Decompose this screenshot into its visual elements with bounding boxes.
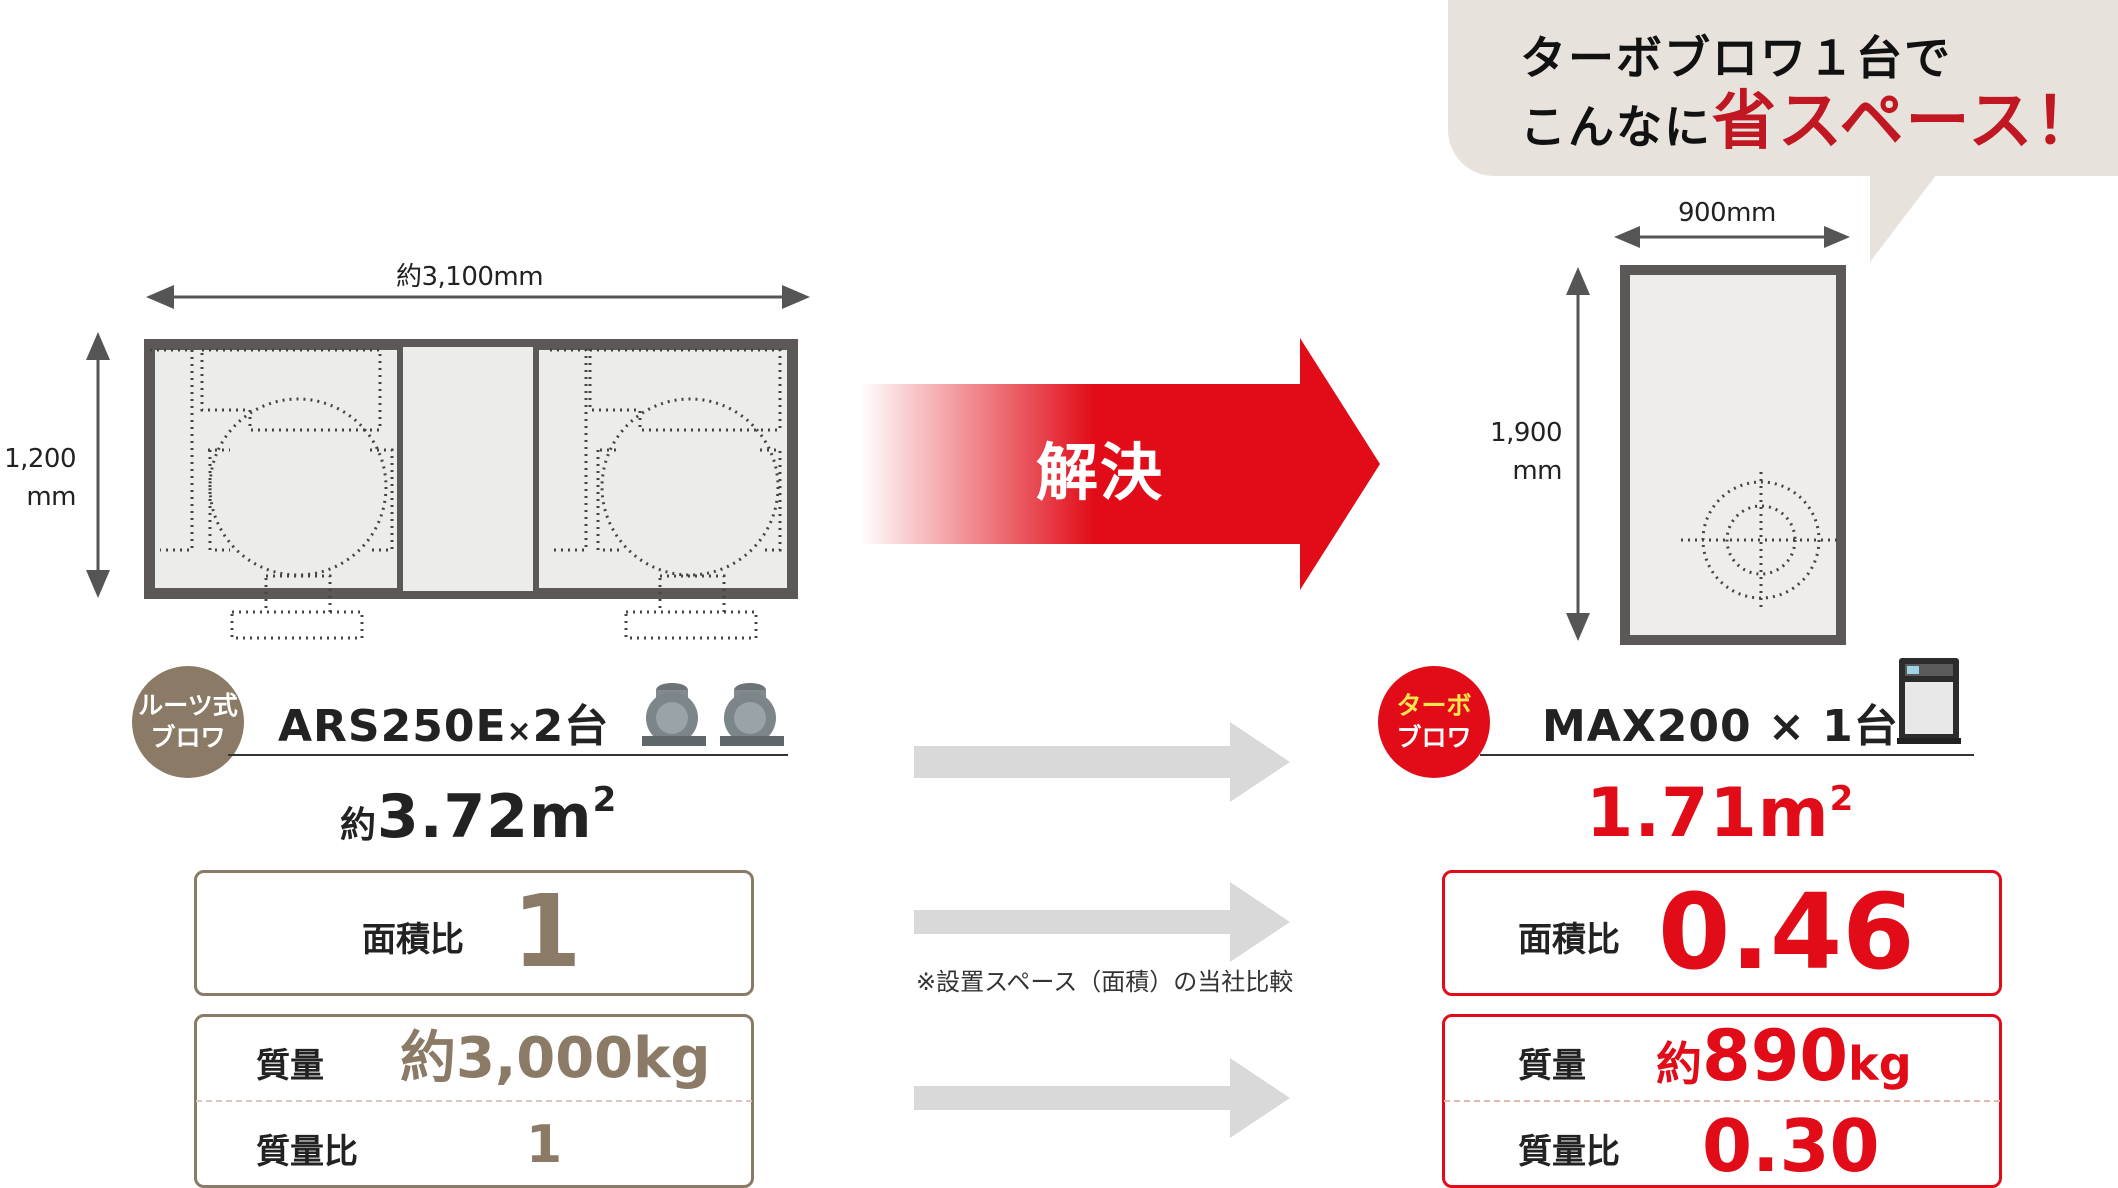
solution-label: 解決 bbox=[1036, 436, 1165, 509]
left-model-underline bbox=[228, 754, 788, 756]
left-mass-ratio-label: 質量比 bbox=[256, 1132, 358, 1172]
right-mass-label: 質量 bbox=[1518, 1046, 1586, 1086]
right-model-name: MAX200 × 1台 bbox=[1542, 701, 1899, 752]
callout-bubble bbox=[1448, 0, 2118, 176]
right-area-ratio-value: 0.46 bbox=[1658, 871, 1915, 993]
left-mass-label: 質量 bbox=[256, 1046, 324, 1086]
left-model-name: ARS250E×2台 bbox=[278, 701, 610, 752]
arrow-mass-row bbox=[914, 1058, 1290, 1138]
right-area-value: 1.71m2 bbox=[1586, 774, 1855, 853]
left-area-ratio-value: 1 bbox=[512, 873, 582, 990]
callout-text: ターボブロワ１台で こんなに省スペース！ bbox=[1520, 26, 2100, 159]
left-mass-ratio-value: 1 bbox=[526, 1115, 563, 1175]
left-mass-separator bbox=[196, 1100, 752, 1102]
turbo-blower-floorplan bbox=[1566, 226, 1850, 645]
arrow-area-ratio-row bbox=[914, 882, 1290, 962]
callout-tail bbox=[1870, 170, 1940, 262]
right-area-ratio-box bbox=[1442, 870, 2002, 996]
left-area-ratio-label: 面積比 bbox=[362, 920, 464, 960]
right-width-label: 900mm bbox=[1678, 198, 1776, 228]
solution-arrow bbox=[860, 338, 1380, 590]
arrow-model-row bbox=[914, 722, 1290, 802]
left-mass-value: 約3,000kg bbox=[400, 1026, 711, 1091]
turbo-blower-badge: ターボブロワ bbox=[1378, 666, 1490, 778]
callout-highlight: 省スペース！ bbox=[1712, 85, 2101, 159]
roots-blower-product-icons bbox=[642, 683, 784, 746]
comparison-note: ※設置スペース（面積）の当社比較 bbox=[916, 968, 1294, 996]
turbo-blower-product-icon bbox=[1897, 658, 1961, 744]
right-mass-value: 約890kg bbox=[1656, 1015, 1912, 1097]
right-mass-ratio-label: 質量比 bbox=[1518, 1132, 1620, 1172]
right-mass-separator bbox=[1444, 1100, 2000, 1102]
right-model-underline bbox=[1480, 754, 1974, 756]
right-area-ratio-label: 面積比 bbox=[1518, 920, 1620, 960]
callout-line2: こんなに省スペース！ bbox=[1520, 85, 2101, 159]
callout-line1: ターボブロワ１台で bbox=[1520, 31, 1952, 85]
left-width-label: 約3,100mm bbox=[396, 262, 544, 292]
left-area-value: 約3.72m2 bbox=[340, 780, 618, 852]
roots-blower-floorplan bbox=[86, 285, 810, 640]
left-area-ratio-box bbox=[194, 870, 754, 996]
right-mass-ratio-value: 0.30 bbox=[1702, 1104, 1880, 1188]
roots-blower-badge: ルーツ式ブロワ bbox=[132, 666, 244, 778]
